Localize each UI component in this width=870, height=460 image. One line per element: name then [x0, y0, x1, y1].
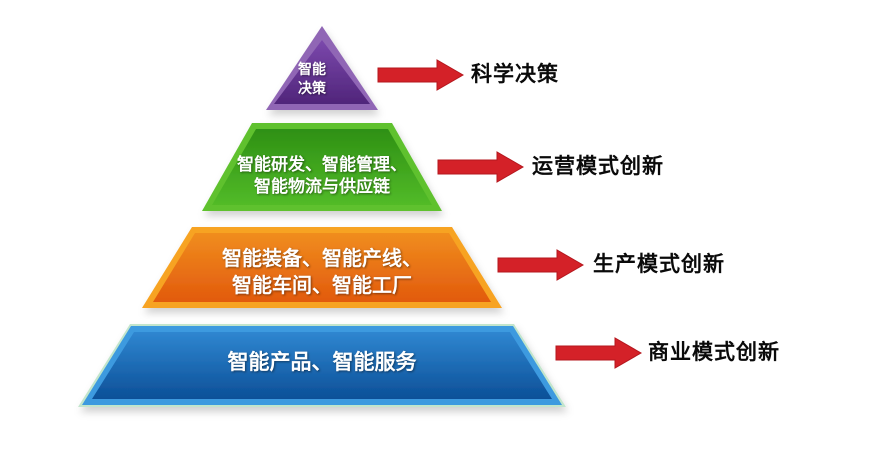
arrow-label-operation: 运营模式创新 — [532, 155, 664, 178]
level1-face — [274, 40, 370, 104]
level2-face — [212, 129, 432, 205]
arrow-icon-business — [555, 337, 643, 369]
level3-line2: 智能车间、智能工厂 — [232, 275, 412, 297]
level4-face — [92, 332, 552, 399]
arrow-label-business: 商业模式创新 — [648, 341, 780, 364]
level3-face — [153, 233, 491, 302]
level2-label: 智能研发、智能管理、 智能物流与供应链 — [202, 154, 442, 198]
level3-line1: 智能装备、智能产线、 — [222, 248, 422, 270]
level1-line1: 智能 — [298, 61, 326, 77]
arrow-label-decision: 科学决策 — [471, 63, 559, 86]
level2-line1: 智能研发、智能管理、 — [237, 155, 407, 174]
arrow-icon-operation — [437, 151, 525, 183]
pyramid-level-decision — [266, 26, 378, 110]
pyramid-level-operation — [202, 123, 442, 211]
level1-label: 智能 决策 — [256, 60, 368, 98]
level4-label: 智能产品、智能服务 — [78, 350, 566, 376]
level3-label: 智能装备、智能产线、 智能车间、智能工厂 — [142, 246, 502, 300]
level4-line1: 智能产品、智能服务 — [227, 351, 417, 374]
level2-line2: 智能物流与供应链 — [254, 177, 390, 196]
arrow-icon-production — [497, 249, 585, 281]
arrow-label-production: 生产模式创新 — [593, 253, 725, 276]
level1-line2: 决策 — [298, 80, 326, 96]
pyramid-level-business — [78, 324, 566, 407]
pyramid-level-production — [142, 227, 502, 308]
arrow-icon-decision — [377, 59, 465, 91]
